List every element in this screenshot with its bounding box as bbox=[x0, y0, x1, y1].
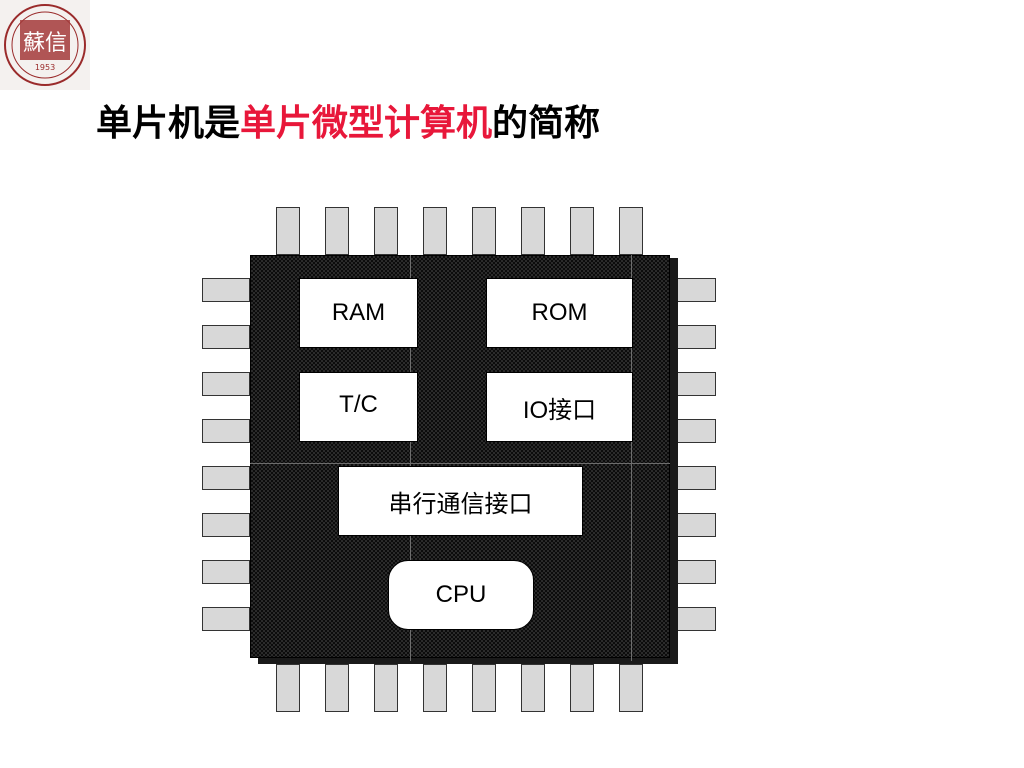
title-highlight: 单片微型计算机 bbox=[240, 103, 493, 144]
chip-gridline bbox=[631, 255, 632, 661]
chip-pin-bottom bbox=[276, 664, 300, 712]
chip-pin-top bbox=[472, 207, 496, 255]
chip-gridline bbox=[250, 463, 670, 464]
seal-text: 蘇信 bbox=[23, 31, 67, 56]
slide-title: 单片机是单片微型计算机的简称 bbox=[96, 100, 600, 148]
chip-pin-left bbox=[202, 419, 250, 443]
chip-pin-bottom bbox=[325, 664, 349, 712]
chip-pin-left bbox=[202, 560, 250, 584]
chip-pin-top bbox=[276, 207, 300, 255]
timer-counter-block: T/C bbox=[299, 372, 418, 442]
chip-pin-bottom bbox=[374, 664, 398, 712]
chip-gridline bbox=[410, 255, 411, 661]
chip-pin-bottom bbox=[521, 664, 545, 712]
title-suffix: 的简称 bbox=[492, 103, 601, 144]
seal-year: 1953 bbox=[35, 63, 55, 72]
ram-block: RAM bbox=[299, 278, 418, 348]
title-prefix: 单片机是 bbox=[96, 103, 241, 144]
chip-pin-left bbox=[202, 466, 250, 490]
chip-pin-top bbox=[325, 207, 349, 255]
chip-pin-left bbox=[202, 325, 250, 349]
chip-pin-top bbox=[570, 207, 594, 255]
chip-pin-left bbox=[202, 278, 250, 302]
chip-pin-top bbox=[521, 207, 545, 255]
cpu-block: CPU bbox=[388, 560, 534, 630]
chip-pin-left bbox=[202, 513, 250, 537]
chip-pin-left bbox=[202, 372, 250, 396]
chip-pin-top bbox=[374, 207, 398, 255]
chip-pin-bottom bbox=[472, 664, 496, 712]
io-interface-block: IO接口 bbox=[486, 372, 633, 442]
chip-pin-top bbox=[619, 207, 643, 255]
chip-pin-left bbox=[202, 607, 250, 631]
rom-block: ROM bbox=[486, 278, 633, 348]
chip-pin-bottom bbox=[570, 664, 594, 712]
chip-pin-bottom bbox=[423, 664, 447, 712]
chip-pin-bottom bbox=[619, 664, 643, 712]
serial-interface-block: 串行通信接口 bbox=[338, 466, 583, 536]
chip-pin-top bbox=[423, 207, 447, 255]
college-seal-logo: 蘇信 1953 bbox=[0, 0, 90, 90]
